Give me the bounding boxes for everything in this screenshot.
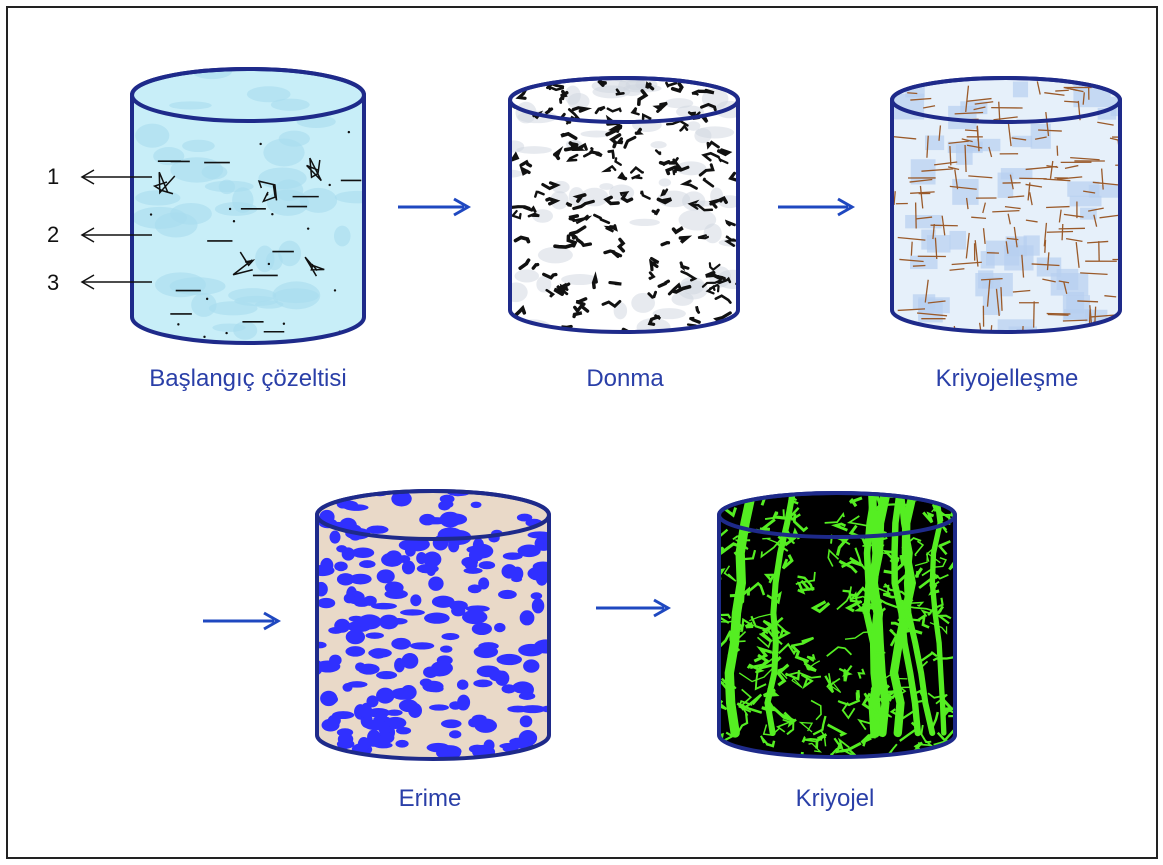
arrow-into-erime: [203, 613, 278, 629]
cylinder-solution: [132, 63, 381, 346]
marker-label-2: 2: [47, 222, 59, 248]
arrow-1-to-2: [398, 199, 468, 215]
stage-label-solution: Başlangıç çözeltisi: [149, 365, 346, 393]
marker-label-3: 3: [47, 270, 59, 296]
cylinder-frozen: [500, 74, 750, 337]
cylinder-cryogelation: [892, 78, 1147, 357]
cylinder-melting: [311, 486, 558, 764]
arrow-2-to-3: [778, 199, 852, 215]
marker-label-1: 1: [47, 164, 59, 190]
stage-label-cryogelation: Kriyojelleşme: [936, 365, 1079, 393]
stage-label-cryogel: Kriyojel: [796, 785, 875, 813]
arrow-erime-to-kriyojel: [596, 600, 668, 616]
stage-label-frozen: Donma: [586, 365, 663, 393]
cylinder-cryogel: [701, 482, 974, 774]
stage-label-melting: Erime: [399, 785, 462, 813]
